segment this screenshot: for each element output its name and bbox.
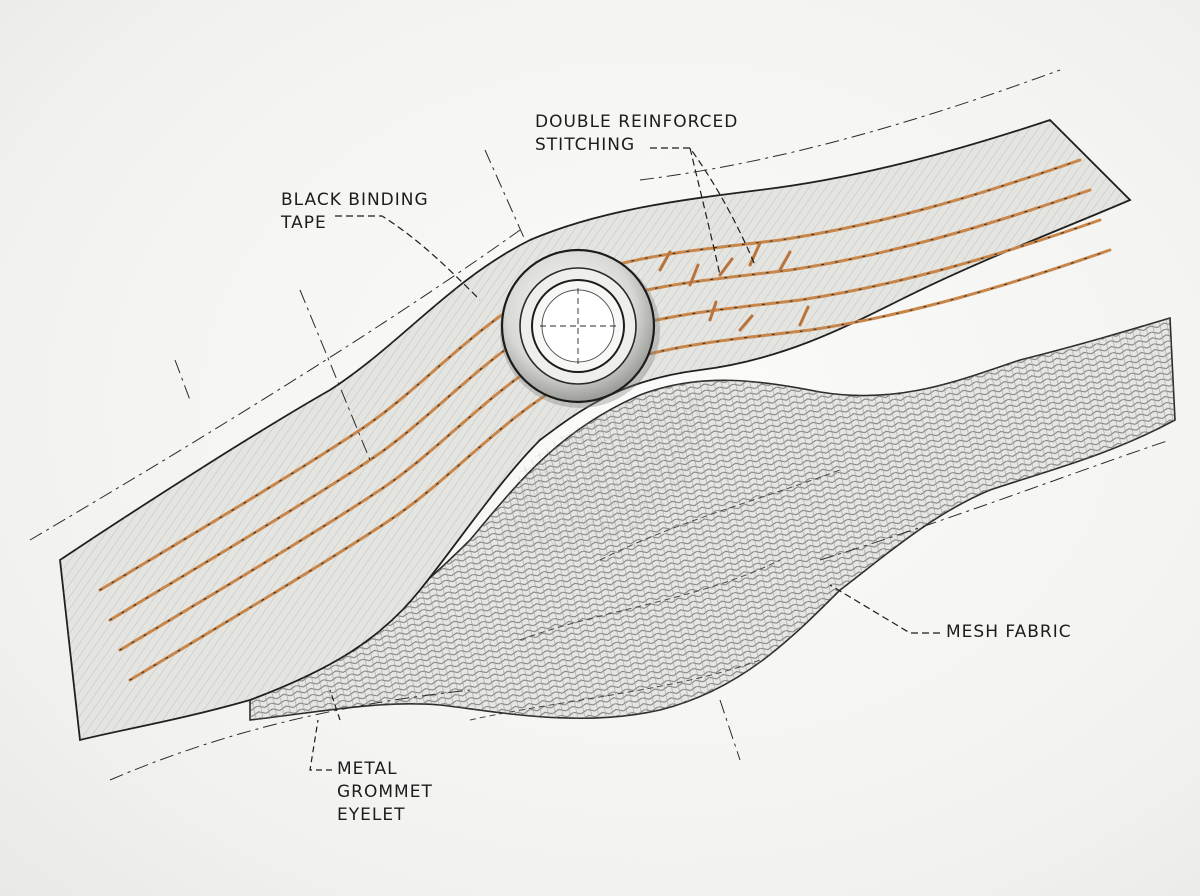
leader-grommet [309,689,341,771]
callout-line: EYELET [337,805,406,825]
callout-line: TAPE [281,213,327,233]
callout-line: METAL [337,759,398,779]
grommet-eyelet [500,248,660,408]
centre-lines [29,69,1171,781]
leader-binding [335,215,481,301]
callout-line: STITCHING [535,135,636,155]
callout-line: MESH FABRIC [946,622,1072,642]
leader-stitching-a [650,147,756,266]
leader-lines [309,147,940,771]
callout-line: GROMMET [337,782,433,802]
mesh-fabric [249,316,1176,721]
callout-line: DOUBLE REINFORCED [535,112,739,132]
callout-mesh-fabric: MESH FABRIC [946,621,1072,644]
callout-metal-grommet-eyelet: METAL GROMMET EYELET [337,758,433,827]
callout-double-reinforced-stitching: DOUBLE REINFORCED STITCHING [535,111,738,157]
leader-mesh [829,584,940,634]
leader-stitching-b [689,147,721,276]
callout-black-binding-tape: BLACK BINDING TAPE [281,189,429,235]
binding-tape [59,118,1132,742]
callout-line: BLACK BINDING [281,190,429,210]
